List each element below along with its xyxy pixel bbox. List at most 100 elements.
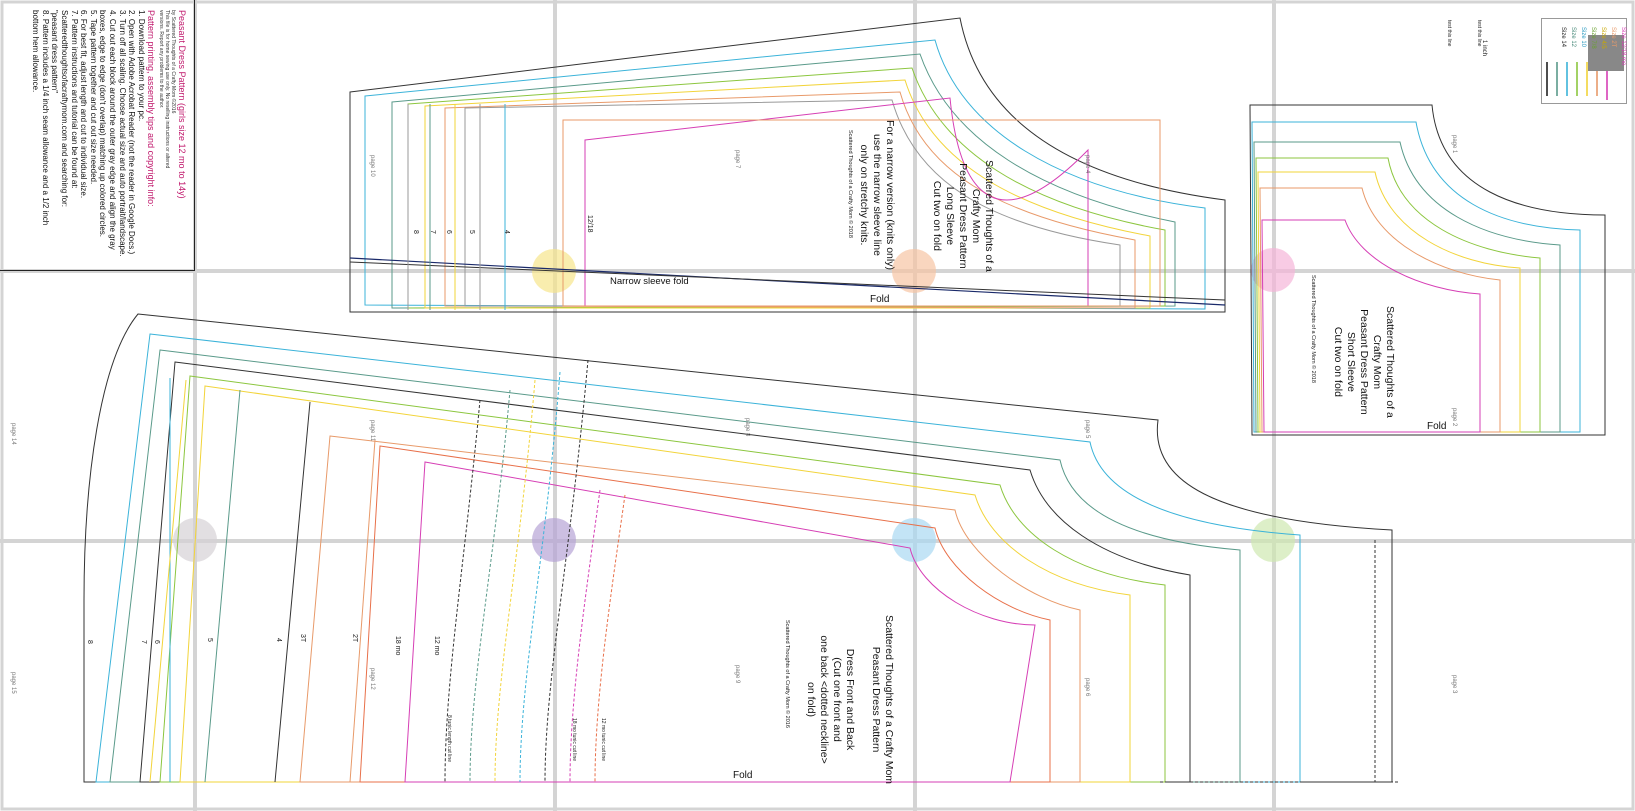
legend-size: Size 12/18 mo <box>1620 27 1626 66</box>
size-mark: 6 <box>445 230 452 234</box>
dress-title-line <box>856 615 869 784</box>
long-sleeve-title-line: Long Sleeve <box>944 186 956 246</box>
long-sleeve-title-line: Peasant Dress Pattern <box>957 163 969 269</box>
long-sleeve-copyright: Scattered Thoughts of a Crafty Mom © 201… <box>847 130 853 238</box>
short-sleeve-title-line: Cut two on fold <box>1332 326 1344 397</box>
size-legend: Size 12/18 mo Size 2T Size 4/5 Size 7/8 … <box>1541 18 1627 104</box>
legend-size: Size 12 <box>1570 27 1576 48</box>
short-sleeve-title-line: Scattered Thoughts of a <box>1384 306 1396 418</box>
instructions-step: Scatteredthoughtsofacraftymom.com and se… <box>60 10 70 207</box>
dress-title-line: Peasant Dress Pattern <box>870 646 882 753</box>
short-sleeve-title-line: Short Sleeve <box>1345 331 1357 392</box>
dress-title-line: on fold) <box>805 682 817 718</box>
long-sleeve-title-line: Scattered Thoughts of a <box>983 160 995 272</box>
page-label-9: page 9 <box>734 665 740 684</box>
circle-blue <box>892 518 936 562</box>
page-label-12: page 12 <box>369 668 375 690</box>
short-sleeve-copyright: Scattered Thoughts of a Crafty Mom © 201… <box>1310 275 1316 383</box>
page-label-4: page 4 <box>1084 155 1090 174</box>
long-sleeve-title-line: Cut two on fold <box>931 180 943 251</box>
dress-copyright: Scattered Thoughts of a Crafty Mom © 201… <box>784 620 790 728</box>
instructions-step: 3. Turn off all scaling. Choose actual s… <box>117 10 127 257</box>
dress-title-line: (Cut one front and <box>831 657 843 742</box>
page-label-14: page 14 <box>10 423 16 445</box>
tunic-cut-line-label: 8 tunic length cut line <box>446 715 452 762</box>
size-mark: 6 <box>153 640 160 644</box>
page-label-11: page 11 <box>369 420 375 442</box>
long-sleeve-piece <box>349 17 1226 313</box>
legend-size: Size 4/5 <box>1600 27 1606 49</box>
instructions-step: boxes, edge to edge (don't overlap) matc… <box>98 10 108 237</box>
circle-pink <box>1251 248 1295 292</box>
circle-peach <box>892 249 936 293</box>
page-label-1: page 1 <box>1451 135 1457 154</box>
size-mark: 7 <box>140 640 147 644</box>
legend-test-label-1: test this line <box>1476 20 1482 47</box>
circle-purple <box>532 518 576 562</box>
dress-title-line: Scattered Thoughts of a Crafty Mom <box>883 615 895 785</box>
size-mark: 4 <box>503 230 510 234</box>
short-sleeve-title-line: Peasant Dress Pattern <box>1358 309 1370 415</box>
instructions-title: Peasant Dress Pattern (girls size 12 mo … <box>177 10 187 199</box>
page-label-2: page 2 <box>1451 408 1457 427</box>
instructions-step: 2. Open with Adobe Acrobat Reader (not t… <box>127 10 137 255</box>
instructions-step: 6. For best fit, adjust length and cut t… <box>79 10 89 199</box>
page-label-6: page 6 <box>1084 678 1090 697</box>
page-label-15: page 15 <box>10 672 16 694</box>
size-mark: 7 <box>429 230 436 234</box>
page-label-7: page 7 <box>734 150 740 169</box>
size-mark: 5 <box>468 230 475 234</box>
size-mark: 12 mo <box>433 636 440 656</box>
one-inch-test-square <box>1588 35 1624 71</box>
size-mark: 12/18 <box>586 215 593 233</box>
instructions-step: 4. Cut out each block around the outer g… <box>108 10 118 250</box>
instructions-step: bottom hem allowance. <box>31 10 41 93</box>
legend-test-label-2: test this line <box>1446 20 1452 47</box>
narrow-note-line: only on stretchy knits. <box>858 144 870 246</box>
dress-title-line: one back <dotted neckline> <box>818 635 830 764</box>
size-mark: 18 mo <box>394 636 401 656</box>
short-sleeve-fold-label: Fold <box>1427 421 1447 432</box>
long-sleeve-title-line: Crafty Mom <box>970 188 982 244</box>
narrow-note-line: use the narrow sleeve line <box>871 133 883 256</box>
short-sleeve-piece <box>1249 104 1606 436</box>
size-mark: 8 <box>86 640 93 644</box>
tunic-cut-line-label: 12 mo tunic cut line <box>600 718 606 762</box>
legend-size: Size 7/8 <box>1590 27 1596 49</box>
short-sleeve-title-line: Crafty Mom <box>1371 334 1383 390</box>
long-sleeve-fold-label: Fold <box>870 294 890 305</box>
instructions-step: 1. Download pattern to your pc. <box>136 10 146 122</box>
instructions-step: 5. Tape pattern together and cut out siz… <box>88 10 98 185</box>
instructions-step: "peasant dress pattern" <box>50 10 60 94</box>
narrow-note-line: For a narrow version (knits only) <box>884 120 896 270</box>
size-mark: 4 <box>275 638 282 642</box>
size-mark: 2T <box>351 634 358 643</box>
page-label-8: page 8 <box>744 418 750 437</box>
instructions-note-1: This file is for home sewing use only. N… <box>164 10 171 169</box>
narrow-sleeve-fold-label: Narrow sleeve fold <box>610 276 689 287</box>
legend-size: Size 14 <box>1560 27 1566 48</box>
legend-size: Size 2T <box>1610 27 1616 48</box>
dress-fold-label: Fold <box>733 770 753 781</box>
instructions-step: 8. Pattern includes a 1/4 inch seam allo… <box>40 10 50 226</box>
dress-title-line: Dress Front and Back <box>844 648 856 751</box>
legend-size: Size 10 <box>1580 27 1586 48</box>
page-label-3: page 3 <box>1451 675 1457 694</box>
short-sleeve-title: Scattered Thoughts of a Crafty Mom Peasa… <box>1331 306 1396 418</box>
instructions-box <box>0 0 195 271</box>
circle-green <box>1251 518 1295 562</box>
size-mark: 5 <box>206 638 213 642</box>
long-sleeve-title: Scattered Thoughts of a Crafty Mom Peasa… <box>930 160 995 272</box>
page-label-5: page 5 <box>1084 420 1090 439</box>
tunic-cut-line-label: 18 mo tunic cut line <box>571 718 577 762</box>
long-sleeve-narrow-note: For a narrow version (knits only) use th… <box>857 120 896 270</box>
dress-title: Scattered Thoughts of a Crafty Mom Peasa… <box>804 615 895 784</box>
instructions-text: Peasant Dress Pattern (girls size 12 mo … <box>31 10 187 265</box>
dress-piece <box>83 313 1400 783</box>
size-mark: 8 <box>412 230 419 234</box>
size-mark: 3T <box>299 634 306 643</box>
